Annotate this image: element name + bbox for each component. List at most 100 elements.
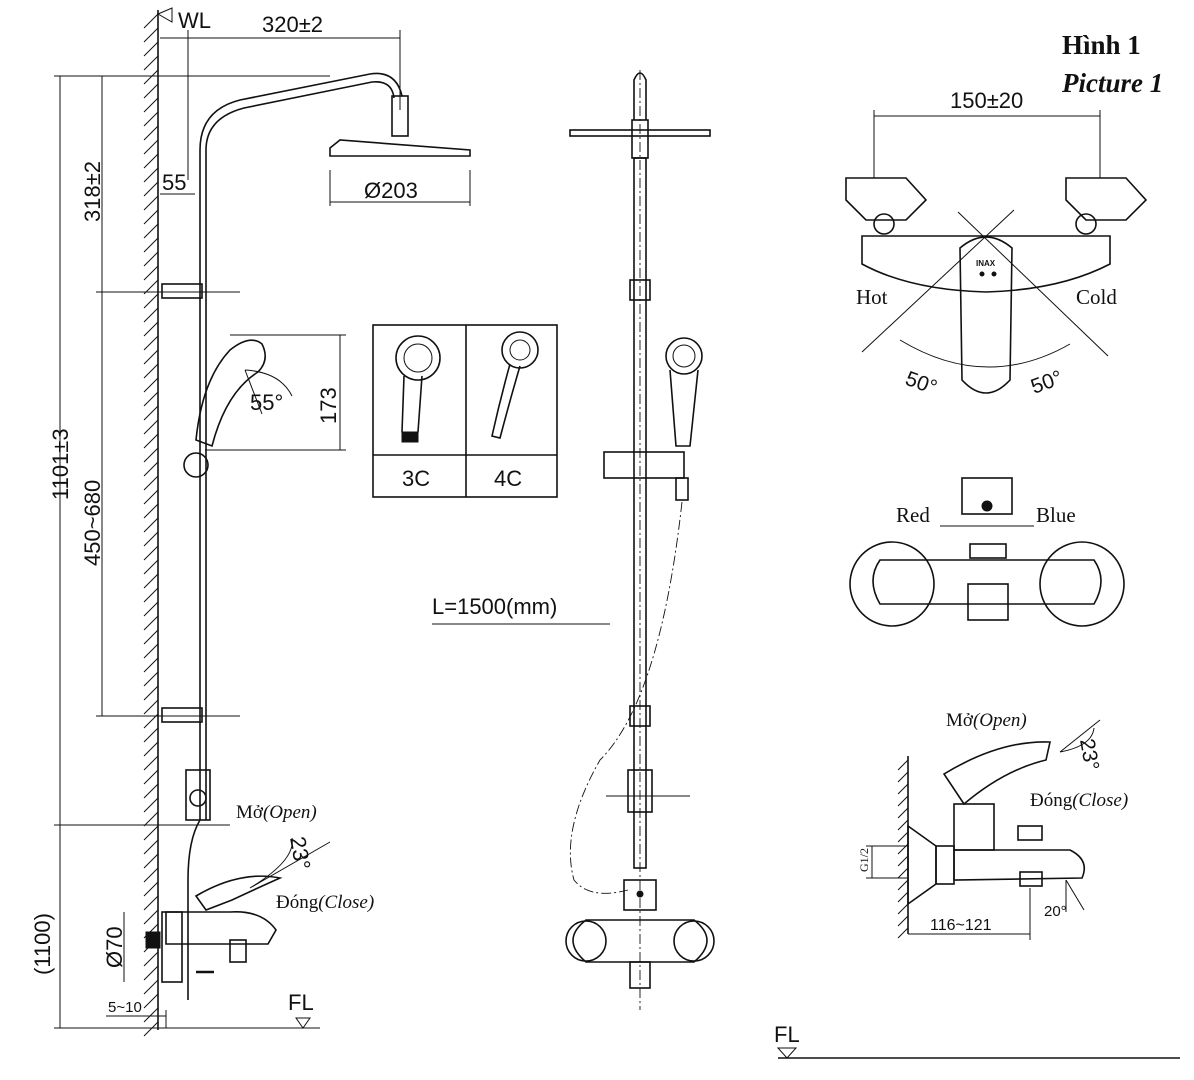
hatch-stroke [143, 573, 159, 589]
mixer-top-lever [959, 236, 1013, 394]
hatch-stroke [143, 237, 159, 253]
hatch-stroke [897, 831, 909, 843]
hatch-stroke [143, 419, 159, 435]
detail-lever-angle: 23° [1075, 737, 1103, 772]
option-code-3c: 3C [402, 466, 430, 491]
hatch-stroke [143, 405, 159, 421]
lever-dot [991, 271, 997, 277]
hatch-stroke [143, 587, 159, 603]
hatch-stroke [143, 797, 159, 813]
front-indicator-dot [636, 890, 644, 898]
detail-outlet [967, 583, 1009, 621]
front-handshower-face [672, 344, 696, 368]
hatch-stroke [143, 13, 159, 29]
hatch-stroke [143, 27, 159, 43]
detail-flange-left [849, 541, 935, 627]
detail-side-column [953, 803, 995, 851]
riser-pipe [187, 72, 403, 1000]
hatch-stroke [897, 783, 909, 795]
hatch-stroke [143, 755, 159, 771]
hatch-stroke [143, 853, 159, 869]
union-left [873, 213, 895, 235]
hatch-stroke [143, 363, 159, 379]
detail-side-mixer: Mở(Open) Đóng(Close) 23° G1/2 116~121 20… [857, 710, 1128, 940]
hatch-stroke [143, 223, 159, 239]
wall-level-marker [156, 7, 173, 23]
hatch-stroke [143, 895, 159, 911]
spout-angle: 20° [1044, 903, 1067, 920]
hatch-stroke [143, 741, 159, 757]
eccentric-left [845, 177, 928, 221]
hatch-stroke [897, 807, 909, 819]
detail-diverter-knob [1017, 825, 1043, 841]
hatch-stroke [143, 335, 159, 351]
hatch-stroke [143, 475, 159, 491]
wall-bracket-top [161, 283, 203, 299]
hatch-stroke [143, 951, 159, 967]
handshower-4c-icon [491, 331, 539, 439]
front-slide-bar-holder [603, 451, 685, 479]
hatch-stroke [143, 307, 159, 323]
hose-nut [675, 477, 689, 501]
hatch-stroke [143, 657, 159, 673]
detail-flange [907, 824, 937, 906]
detail-floor-label: FL [774, 1022, 800, 1047]
cold-angle: 50° [1028, 366, 1066, 398]
hatch-stroke [143, 447, 159, 463]
open-label: Mở(Open) [236, 802, 317, 823]
dim-handshower-angle: 55° [250, 390, 283, 415]
hatch-stroke [143, 125, 159, 141]
hatch-stroke [897, 903, 909, 915]
hatch-stroke [143, 251, 159, 267]
hatch-stroke [143, 867, 159, 883]
detail-outlet-thread [1019, 871, 1043, 887]
red-label: Red [896, 503, 930, 527]
detail-body [872, 559, 1102, 605]
front-riser [633, 157, 647, 869]
hatch-stroke [143, 783, 159, 799]
hatch-stroke [143, 461, 159, 477]
side-view: WL 320±2 1101±3 318±2 450~680 (1100) 55 [30, 7, 471, 1037]
riser-pipe-outline [205, 81, 395, 820]
mixer-lever [194, 875, 283, 911]
hatch-stroke [143, 1007, 159, 1023]
hatch-stroke [143, 97, 159, 113]
eccentric-right [1065, 177, 1148, 221]
hot-sweep-line [861, 209, 1015, 353]
lever-dot [979, 271, 985, 277]
title-en: Picture 1 [1061, 68, 1163, 98]
dim-handshower-length: 173 [316, 387, 341, 424]
hatch-stroke [143, 41, 159, 57]
hatch-stroke [143, 811, 159, 827]
hatch-stroke [143, 55, 159, 71]
front-joint-upper [629, 279, 651, 301]
dim-arm-reach: 320±2 [262, 12, 323, 37]
hatch-stroke [143, 993, 159, 1009]
thread-size: G1/2 [857, 848, 871, 872]
hatch-stroke [143, 965, 159, 981]
wall-bracket-bottom [161, 707, 203, 723]
front-flange-right [673, 920, 715, 962]
hatch-stroke [143, 839, 159, 855]
hatch-stroke [143, 195, 159, 211]
detail-wall-hatching [897, 759, 909, 939]
hatch-stroke [897, 891, 909, 903]
lever-angle: 23° [285, 835, 315, 872]
wall-hatching [143, 13, 159, 1037]
hatch-stroke [143, 167, 159, 183]
front-handshower-head [665, 337, 703, 375]
hatch-stroke [143, 293, 159, 309]
detail-nut [935, 845, 955, 885]
hatch-stroke [897, 867, 909, 879]
brand-mark: INAX [976, 259, 996, 268]
hatch-stroke [143, 139, 159, 155]
spout-angle-lines [1065, 879, 1085, 912]
close-label: Đóng(Close) [276, 892, 374, 913]
floor-level-label: FL [288, 990, 314, 1015]
hatch-stroke [897, 855, 909, 867]
hot-angle: 50° [902, 367, 940, 399]
detail-flange-right [1039, 541, 1125, 627]
diverter-body [185, 769, 211, 821]
hatch-stroke [143, 615, 159, 631]
